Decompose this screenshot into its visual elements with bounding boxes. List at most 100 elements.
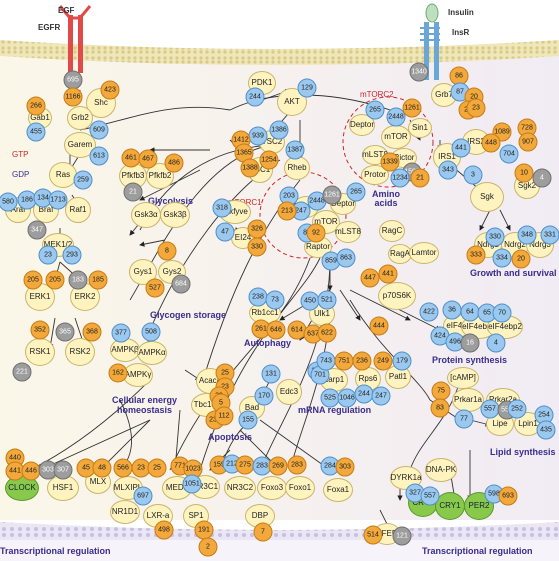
badge-11: 1713: [48, 190, 68, 210]
badge-94: 614: [287, 320, 307, 340]
badge-5: 609: [89, 120, 109, 140]
badge-160: 514: [363, 525, 383, 545]
badge-4: 455: [26, 122, 46, 142]
badge-110: 4: [486, 333, 506, 353]
badge-1: 1166: [63, 87, 83, 107]
node-dbp: DBP: [245, 504, 275, 528]
transcriptional-regulation-right-label: Transcriptional regulation: [422, 546, 533, 556]
node-sin1: Sin1: [408, 118, 432, 138]
badge-126: 77: [454, 409, 474, 429]
badge-98: 622: [317, 323, 337, 343]
badge-60: 441: [451, 138, 471, 158]
energy-homeostasis-label: Cellular energy homeostasis: [112, 395, 178, 415]
badge-125: 83: [430, 398, 450, 418]
badge-165: 7: [253, 522, 273, 542]
node-ampka: AMPKα: [137, 341, 167, 365]
badge-8: 580: [0, 192, 18, 212]
badge-31: 1388: [240, 158, 260, 178]
node-p70s6k: p70S6K: [378, 282, 416, 310]
badge-63: 10: [514, 163, 534, 183]
insulin-label: Insulin: [448, 8, 474, 17]
mtorc1-boundary: [259, 171, 347, 259]
glycolysis-label: Glycolysis: [148, 196, 194, 206]
badge-44: 265: [346, 182, 366, 202]
badge-42: 1261: [322, 185, 342, 205]
badge-131: 435: [536, 420, 556, 440]
badge-82: 377: [111, 323, 131, 343]
node-mtor2: mTOR: [381, 125, 411, 149]
badge-57: 907: [518, 132, 538, 152]
insr-label: InsR: [452, 28, 470, 37]
node-ras: Ras: [49, 162, 77, 188]
node-dnapk: DNA-PK: [425, 458, 457, 482]
node-camp: [cAMP]: [447, 367, 479, 389]
badge-84: 162: [108, 363, 128, 383]
node-prkar1a: Prkar1a: [452, 388, 484, 412]
badge-19: 352: [30, 320, 50, 340]
badge-120: 1046: [337, 388, 357, 408]
badge-15: 205: [23, 270, 43, 290]
badge-34: 1261: [402, 98, 422, 118]
badge-68: 331: [540, 225, 559, 245]
badge-74: 21: [123, 182, 143, 202]
badge-38: 21: [410, 168, 430, 188]
badge-112: 170: [254, 386, 274, 406]
gtp-label: GTP: [12, 150, 29, 159]
badge-105: 65: [477, 303, 497, 323]
badge-33: 2448: [386, 107, 406, 127]
badge-54: 23: [466, 98, 486, 118]
badge-140: 48: [92, 458, 112, 478]
node-foxa1: Foxa1: [323, 478, 353, 502]
badge-49: 1340: [409, 62, 429, 82]
badge-70: 20: [511, 249, 531, 269]
badge-154: 303: [335, 457, 355, 477]
egfr-label: EGFR: [38, 23, 61, 32]
badge-43: 213: [277, 201, 297, 221]
badge-164: 2: [198, 537, 218, 557]
badge-46: 92: [306, 223, 326, 243]
badge-159: 697: [133, 486, 153, 506]
badge-21: 368: [82, 322, 102, 342]
node-per2: PER2: [464, 492, 494, 520]
badge-62: 3: [463, 165, 483, 185]
node-gsk3a: Gsk3α: [131, 202, 161, 228]
badge-118: 249: [373, 351, 393, 371]
node-sgk: Sgk: [470, 182, 504, 212]
badge-115: 743: [316, 351, 336, 371]
badge-67: 348: [517, 225, 537, 245]
badge-162: 498: [154, 520, 174, 540]
node-grb2: Grb2: [67, 106, 93, 130]
badge-65: 333: [466, 245, 486, 265]
badge-161: 121: [392, 526, 412, 546]
node-cry1: CRY1: [435, 492, 465, 520]
node-deptor2: Deptor: [349, 114, 375, 136]
node-nr3c2: NR3C2: [224, 476, 256, 500]
badge-158: 693: [498, 486, 518, 506]
badge-23: 244: [245, 87, 265, 107]
badge-116: 751: [334, 351, 354, 371]
badge-163: 191: [194, 520, 214, 540]
node-ragc: RagC: [379, 220, 405, 242]
badge-7: 259: [73, 170, 93, 190]
badge-64: 4: [532, 168, 552, 188]
badge-117: 236: [352, 351, 372, 371]
badge-17: 183: [68, 270, 88, 290]
badge-20: 365: [55, 322, 75, 342]
badge-69: 334: [492, 248, 512, 268]
badge-111: 131: [261, 364, 281, 384]
node-raf1: Raf1: [65, 197, 91, 223]
growth-survival-label: Growth and survival: [470, 268, 557, 278]
badge-61: 343: [438, 160, 458, 180]
node-rheb: Rheb: [284, 156, 310, 180]
amino-acids-label: Amino acids: [372, 189, 400, 208]
node-mlst8_1: mLST8: [335, 221, 361, 243]
mrna-regulation-label: mRNA regulation: [298, 405, 372, 415]
badge-103: 36: [442, 300, 462, 320]
badge-91: 73: [265, 290, 285, 310]
node-foxo3: Foxo3: [257, 476, 287, 500]
badge-121: 244: [354, 384, 374, 404]
badge-81: 330: [247, 237, 267, 257]
insr-receptor: [420, 3, 440, 80]
badge-28: 1387: [285, 140, 305, 160]
